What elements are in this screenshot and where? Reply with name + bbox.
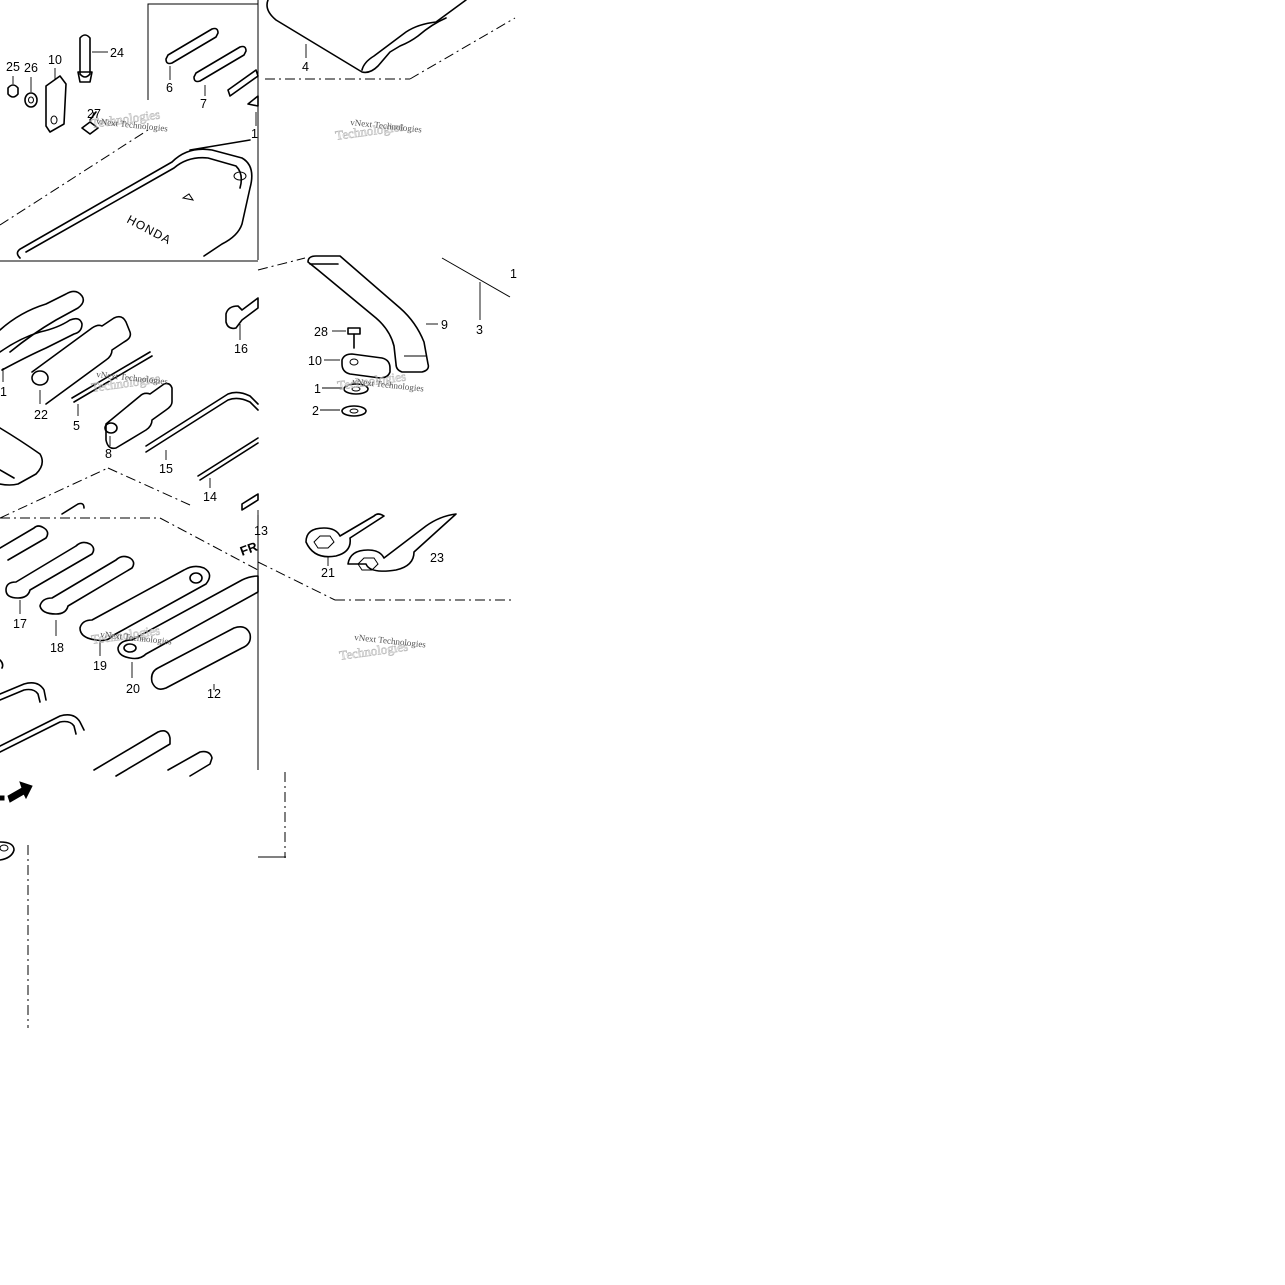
part-16-wrench-fragment xyxy=(225,297,259,340)
callout-2: 2 xyxy=(312,404,319,418)
callout-3: 3 xyxy=(476,323,483,337)
part-21-ring-wrench xyxy=(305,513,385,566)
callout-12: 12 xyxy=(207,687,221,701)
front-mark-label: FR xyxy=(238,539,260,559)
callout-10: 10 xyxy=(48,53,62,67)
part-bag-fragment-left xyxy=(0,427,44,486)
part-1-fragment-top xyxy=(227,69,259,126)
callout-13: 13 xyxy=(254,524,268,538)
part-pliers xyxy=(0,290,85,382)
part-24-pin xyxy=(77,34,108,83)
part-28-bolt xyxy=(332,327,361,349)
part-9-strap xyxy=(307,255,438,373)
part-tool-bag-honda xyxy=(16,139,253,259)
callout-25: 25 xyxy=(6,60,20,74)
part-10-bracket-top xyxy=(45,68,67,133)
part-27-screw xyxy=(81,111,99,135)
callout-23: 23 xyxy=(430,551,444,565)
callout-24: 24 xyxy=(110,46,124,60)
frame-dash-mid-1 xyxy=(257,257,306,271)
part-14-rod xyxy=(197,437,259,488)
part-7-pad xyxy=(193,45,247,96)
callout-28: 28 xyxy=(314,325,328,339)
callout-22: 22 xyxy=(34,408,48,422)
callout-1: 1 xyxy=(251,127,258,141)
part-23-ring-wrench xyxy=(347,513,457,572)
part-13-fragment xyxy=(241,493,259,522)
front-arrow xyxy=(0,781,33,803)
part-small-bracket-mid xyxy=(61,502,85,515)
part-12-grip xyxy=(150,626,252,690)
callout-5: 5 xyxy=(73,419,80,433)
callout-26: 26 xyxy=(24,61,38,75)
frame-dash-mid-3 xyxy=(0,467,109,519)
callout-17: 17 xyxy=(13,617,27,631)
part-2-washer xyxy=(320,405,367,417)
part-25-grommet xyxy=(7,76,19,98)
callout-27: 27 xyxy=(87,107,101,121)
part-19-ring-wrench xyxy=(79,565,211,656)
part-8-screwdriver-handle xyxy=(104,382,173,450)
part-hex-key-2 xyxy=(0,714,85,753)
part-1-washer xyxy=(322,383,369,395)
frame-lines xyxy=(0,0,516,1028)
callout-1: 1 xyxy=(0,385,7,399)
callout-10: 10 xyxy=(308,354,322,368)
part-18-wrench xyxy=(39,555,135,636)
part-4-tool-pouch xyxy=(266,0,467,74)
callout-21: 21 xyxy=(321,566,335,580)
callout-labels: 25 26 10 24 27 6 7 1 4 1 3 28 9 10 1 2 1… xyxy=(0,46,517,701)
part-15-hex-wrench xyxy=(145,391,259,460)
callout-19: 19 xyxy=(93,659,107,673)
part-6-pad xyxy=(165,27,219,80)
callout-14: 14 xyxy=(203,490,217,504)
part-hex-key-1 xyxy=(0,682,47,703)
frame-line-mid-right xyxy=(441,257,511,298)
frame-dash-mid-2 xyxy=(107,467,191,506)
frame-top-left-bracket xyxy=(147,3,258,100)
part-pad-lower-2 xyxy=(167,750,213,777)
callout-16: 16 xyxy=(234,342,248,356)
callout-6: 6 xyxy=(166,81,173,95)
callout-15: 15 xyxy=(159,462,173,476)
bag-brand-label: HONDA xyxy=(125,212,174,247)
frame-dash-top-right-diag xyxy=(409,17,516,80)
frame-dash-mid-5 xyxy=(159,517,259,571)
part-pad-lower-1 xyxy=(93,730,171,777)
part-26-collar xyxy=(24,77,38,108)
part-5-screwdriver xyxy=(71,351,153,416)
callout-4: 4 xyxy=(302,60,309,74)
part-small-ring-fragment-2 xyxy=(0,841,15,861)
part-wrench-fragment-left xyxy=(0,525,49,561)
callout-1: 1 xyxy=(510,267,517,281)
callout-20: 20 xyxy=(126,682,140,696)
callout-18: 18 xyxy=(50,641,64,655)
part-22-socket-wrench xyxy=(31,315,132,405)
callout-1: 1 xyxy=(314,382,321,396)
part-20-wrench xyxy=(117,575,259,678)
callout-9: 9 xyxy=(441,318,448,332)
frame-dash-lower-right xyxy=(257,561,336,601)
part-10-bracket-plate xyxy=(324,353,391,379)
frame-dash-diagonal-1 xyxy=(0,129,149,226)
callout-7: 7 xyxy=(200,97,207,111)
callout-8: 8 xyxy=(105,447,112,461)
part-17-wrench xyxy=(5,541,95,614)
part-small-ring-fragment-1 xyxy=(0,659,4,669)
